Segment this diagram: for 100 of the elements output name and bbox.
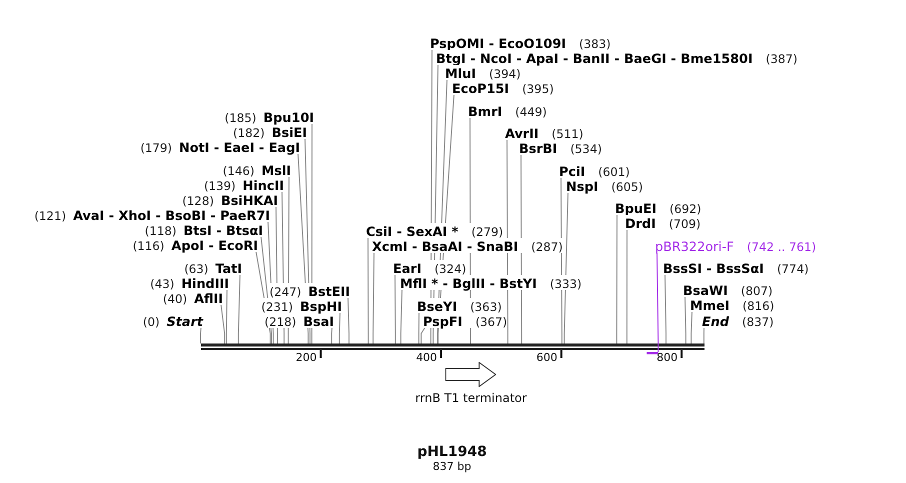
enzyme-name: PspFI: [423, 314, 462, 330]
leader-line: [418, 312, 420, 344]
enzyme-name: NotI - EaeI - EagI: [179, 140, 300, 156]
enzyme-name: PspOMI - EcoO109I: [430, 36, 566, 52]
leader-line: [703, 327, 704, 344]
enzyme-name: MluI: [445, 66, 476, 82]
enzyme-name: AflII: [194, 292, 223, 306]
scale-label: 200: [296, 351, 317, 364]
leader-line: [690, 311, 692, 344]
site-position: (231): [261, 300, 293, 314]
leader-line: [616, 214, 618, 344]
enzyme-name: BseYI: [417, 300, 458, 314]
leader-line: [684, 296, 686, 344]
enzyme-name: CsiI - SexAI *: [366, 224, 458, 240]
leader-line: [338, 312, 340, 344]
leader-line: [626, 229, 628, 344]
leader-line: [372, 252, 374, 344]
leader-line: [200, 327, 202, 344]
enzyme-name: EarI: [393, 262, 422, 276]
enzyme-name: TatI: [215, 262, 242, 276]
scale-label: 400: [416, 351, 438, 364]
sequence-end-label: End: [702, 314, 730, 330]
enzyme-name: BsaI: [303, 314, 334, 330]
site-position: (287): [531, 240, 563, 254]
site-position: (118): [144, 224, 176, 238]
enzyme-name: ApoI - EcoRI: [171, 238, 258, 254]
enzyme-name: AvrII: [505, 126, 539, 142]
enzyme-name: MmeI: [690, 298, 730, 314]
enzyme-name: HincII: [242, 178, 284, 194]
enzyme-name: BmrI: [468, 104, 502, 120]
site-position: (128): [182, 194, 214, 208]
primer-name: pBR322ori-F: [655, 240, 734, 254]
site-position: (367): [475, 314, 508, 328]
leader-line: [564, 192, 568, 344]
site-position: (387): [766, 52, 798, 66]
site-position: (395): [522, 82, 554, 96]
scale-label: 800: [656, 351, 678, 364]
enzyme-name: MflI * - BglII - BstYI: [400, 276, 537, 292]
enzyme-name: MslI: [262, 164, 291, 178]
enzyme-name: BsaWI: [683, 284, 728, 298]
site-position: (63): [184, 262, 208, 276]
leader-line: [420, 327, 426, 344]
site-position: (247): [270, 284, 302, 298]
enzyme-name: BtsI - BtsαI: [183, 224, 263, 238]
site-position: (837): [742, 314, 774, 328]
leader-line: [656, 252, 659, 352]
leader-line: [348, 297, 350, 344]
enzyme-name: BsrBI: [519, 142, 558, 156]
site-position: (394): [489, 66, 521, 80]
site-position: (43): [150, 276, 174, 290]
site-position: (121): [34, 208, 66, 222]
enzyme-name: BstEII: [308, 284, 350, 300]
site-position: (605): [611, 180, 643, 194]
site-position: (116): [132, 238, 164, 252]
enzyme-name: BpuEI: [615, 202, 657, 216]
leader-line: [368, 237, 369, 344]
site-position: (449): [515, 104, 547, 118]
sequence-length: 837 bp: [432, 460, 472, 472]
site-position: (146): [222, 164, 254, 178]
site-position: (139): [204, 178, 236, 192]
enzyme-name: HindIII: [181, 276, 229, 292]
site-position: (40): [162, 292, 188, 306]
site-position: (774): [776, 262, 809, 276]
leader-line: [226, 289, 228, 344]
leader-line: [238, 274, 240, 344]
leader-line: [400, 289, 402, 344]
site-position: (218): [264, 314, 296, 328]
site-position: (279): [471, 224, 504, 238]
enzyme-name: NspI: [566, 180, 598, 194]
site-position: (179): [140, 140, 172, 154]
site-position: (601): [598, 164, 630, 178]
site-position: (534): [570, 142, 602, 156]
scale-label: 600: [536, 351, 558, 364]
feature-label: rrnB T1 terminator: [415, 391, 527, 406]
leader-line: [664, 274, 666, 344]
enzyme-name: BsiHKAI: [220, 194, 278, 208]
plasmid-name: pHL1948: [417, 444, 487, 461]
enzyme-name: DrdI: [625, 216, 656, 232]
site-position: (324): [434, 262, 466, 276]
enzyme-name: Bpu10I: [263, 110, 314, 126]
site-position: (709): [668, 216, 701, 230]
primer-bar: [646, 352, 658, 354]
site-position: (185): [224, 110, 256, 124]
sequence-start-label: Start: [166, 314, 203, 330]
enzyme-name: BssSI - BssSαI: [663, 262, 764, 276]
site-position: (333): [550, 276, 582, 290]
site-position: (807): [740, 284, 773, 298]
site-position: (383): [579, 36, 611, 50]
site-position: (816): [742, 298, 774, 312]
enzyme-name: PciI: [559, 164, 586, 180]
site-position: (363): [470, 300, 502, 314]
site-position: (692): [670, 202, 702, 216]
enzyme-name: EcoP15I: [452, 82, 510, 96]
leader-line: [394, 274, 396, 344]
enzyme-name: BsiEI: [272, 126, 307, 140]
site-position: (0): [142, 314, 160, 328]
primer-range: (742 .. 761): [746, 240, 816, 254]
enzyme-name: XcmI - BsaAI - SnaBI: [372, 240, 518, 254]
site-position: (182): [233, 126, 265, 140]
enzyme-name: AvaI - XhoI - BsoBI - PaeR7I: [73, 208, 270, 224]
